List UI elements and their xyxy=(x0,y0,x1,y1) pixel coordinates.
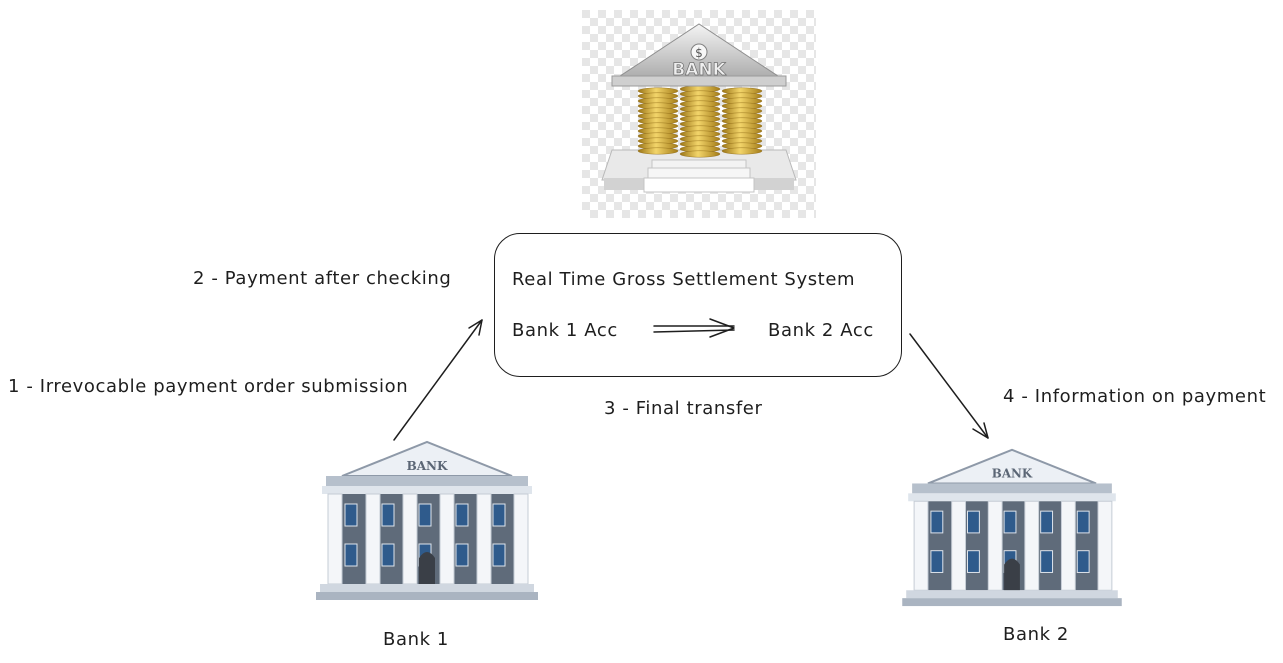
bank-2-account: Bank 2 Acc xyxy=(768,320,874,341)
bank-2-sign: BANK xyxy=(992,467,1033,481)
step-4-label: 4 - Information on payment xyxy=(1003,386,1267,407)
arrow-rtgs-to-bank2 xyxy=(909,333,989,439)
arrow-account-transfer xyxy=(653,318,735,338)
rtgs-system-box xyxy=(494,233,902,377)
bank-2-building: BANK xyxy=(902,448,1122,607)
bank-2-label: Bank 2 xyxy=(1003,624,1069,645)
coin-dollar-symbol: $ xyxy=(695,46,703,60)
rtgs-title: Real Time Gross Settlement System xyxy=(512,269,856,290)
step-1-label: 1 - Irrevocable payment order submission xyxy=(8,376,409,397)
bank-1-sign: BANK xyxy=(407,459,448,473)
bank-1-building: BANK xyxy=(316,440,538,600)
central-bank-sign: BANK xyxy=(672,60,726,80)
arrow-bank1-to-rtgs xyxy=(393,319,483,441)
central-bank-image: $ BANK xyxy=(582,10,816,218)
step-3-label: 3 - Final transfer xyxy=(604,398,763,419)
bank-1-account: Bank 1 Acc xyxy=(512,320,618,341)
bank-1-label: Bank 1 xyxy=(383,629,449,650)
step-2-label: 2 - Payment after checking xyxy=(193,268,452,289)
